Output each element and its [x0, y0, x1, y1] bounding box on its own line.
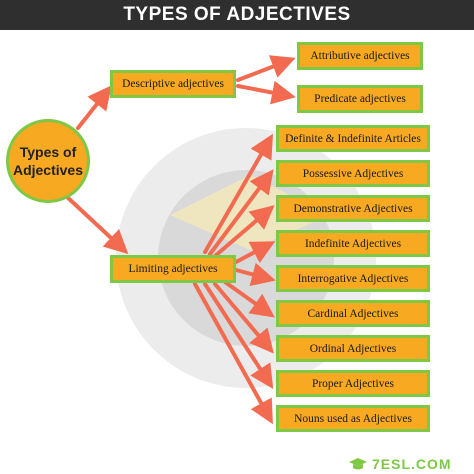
limiting-node: Limiting adjectives: [110, 255, 236, 283]
arrow-to-limiting-child-6: [223, 280, 275, 318]
limiting-child-proper: Proper Adjectives: [276, 370, 430, 397]
root-label-line2: Adjectives: [12, 162, 84, 178]
limiting-child-interrogative: Interrogative Adjectives: [276, 265, 430, 292]
arrow-to-limiting-child-2: [208, 169, 274, 256]
arrow-to-limiting-child-4: [234, 241, 276, 264]
root-node: Types of Adjectives: [6, 119, 90, 203]
arrow-to-limiting-child-3: [213, 205, 275, 258]
arrow-to-limiting-child-8: [203, 282, 274, 390]
graduation-cap-icon: [349, 458, 367, 470]
limiting-child-indefinite: Indefinite Adjectives: [276, 230, 430, 257]
root-label-line1: Types of: [19, 143, 77, 160]
attributive-node: Attributive adjectives: [297, 42, 423, 70]
limiting-child-articles: Definite & Indefinite Articles: [276, 125, 430, 152]
limiting-child-demonstrative: Demonstrative Adjectives: [276, 195, 430, 222]
limiting-child-nouns: Nouns used as Adjectives: [276, 405, 430, 432]
arrow-root-to-limiting: [64, 194, 129, 255]
limiting-child-ordinal: Ordinal Adjectives: [276, 335, 430, 362]
arrow-to-attributive: [236, 55, 296, 82]
title-bar: TYPES OF ADJECTIVES: [0, 0, 474, 30]
limiting-child-cardinal: Cardinal Adjectives: [276, 300, 430, 327]
descriptive-node: Descriptive adjectives: [110, 70, 236, 98]
predicate-node: Predicate adjectives: [297, 85, 423, 113]
footer-text: 7ESL.COM: [372, 456, 452, 472]
footer-logo: 7ESL.COM: [348, 455, 452, 473]
arrow-root-to-descriptive: [76, 85, 112, 130]
arrow-to-limiting-child-1: [203, 133, 273, 254]
limiting-child-possessive: Possessive Adjectives: [276, 160, 430, 187]
arrow-to-limiting-child-7: [213, 282, 274, 354]
page-title: TYPES OF ADJECTIVES: [123, 4, 351, 25]
arrow-to-limiting-child-5: [234, 262, 276, 286]
arrow-to-limiting-child-9: [193, 282, 273, 425]
arrow-to-predicate: [236, 80, 296, 105]
